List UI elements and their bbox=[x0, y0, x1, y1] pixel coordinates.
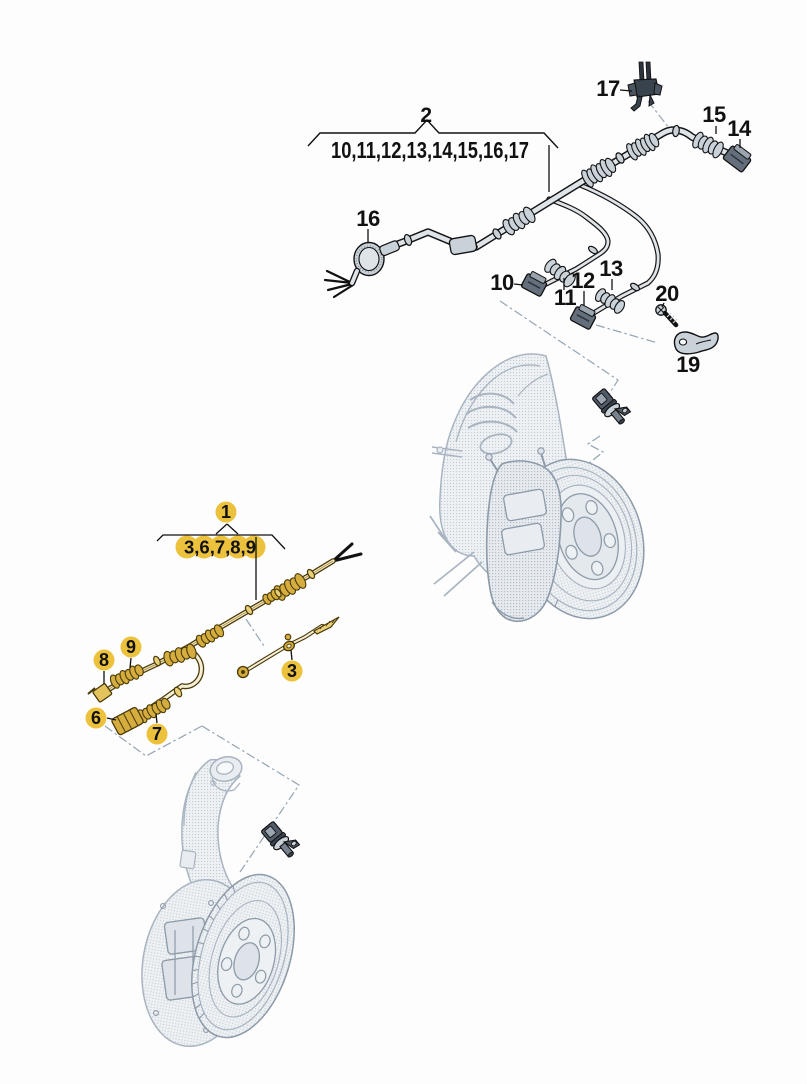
svg-text:20: 20 bbox=[655, 281, 679, 306]
svg-text:19: 19 bbox=[676, 352, 700, 377]
svg-text:3: 3 bbox=[287, 661, 297, 681]
svg-text:10: 10 bbox=[490, 270, 514, 295]
svg-text:17: 17 bbox=[596, 76, 620, 101]
svg-text:3,6,7,8,9: 3,6,7,8,9 bbox=[184, 537, 256, 558]
svg-text:11: 11 bbox=[554, 285, 577, 310]
svg-text:7: 7 bbox=[152, 724, 162, 744]
svg-text:15: 15 bbox=[702, 102, 726, 127]
svg-text:13: 13 bbox=[599, 256, 623, 281]
svg-text:8: 8 bbox=[99, 650, 109, 670]
svg-text:9: 9 bbox=[126, 637, 136, 657]
svg-text:2: 2 bbox=[420, 104, 431, 127]
svg-text:14: 14 bbox=[727, 116, 752, 141]
svg-text:1: 1 bbox=[221, 502, 231, 522]
svg-text:16: 16 bbox=[356, 206, 380, 231]
svg-text:6: 6 bbox=[91, 708, 101, 728]
svg-text:10,11,12,13,14,15,16,17: 10,11,12,13,14,15,16,17 bbox=[331, 137, 529, 163]
svg-text:12: 12 bbox=[571, 268, 595, 293]
